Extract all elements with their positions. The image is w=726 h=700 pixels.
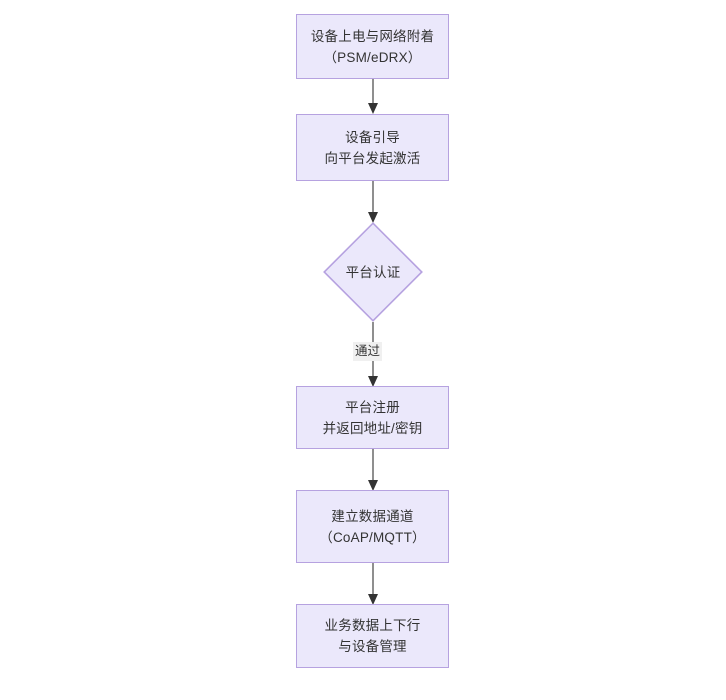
edge-power-on-to-bootstrap (368, 79, 378, 114)
node-platform-register-line2: 并返回地址/密钥 (322, 420, 423, 436)
node-data-channel[interactable]: 建立数据通道 （CoAP/MQTT） (296, 490, 449, 563)
node-platform-auth[interactable]: 平台认证 (323, 222, 423, 322)
node-platform-register-line1: 平台注册 (345, 399, 400, 415)
node-data-channel-line2: （CoAP/MQTT） (319, 529, 426, 545)
node-bootstrap[interactable]: 设备引导 向平台发起激活 (296, 114, 449, 181)
node-power-on-line2: （PSM/eDRX） (323, 49, 422, 65)
node-platform-register[interactable]: 平台注册 并返回地址/密钥 (296, 386, 449, 449)
node-power-on-line1: 设备上电与网络附着 (310, 28, 435, 44)
node-business-data-line2: 与设备管理 (338, 639, 407, 654)
node-business-data[interactable]: 业务数据上下行 与设备管理 (296, 604, 449, 668)
node-power-on[interactable]: 设备上电与网络附着 （PSM/eDRX） (296, 14, 449, 79)
node-bootstrap-line2: 向平台发起激活 (324, 150, 421, 166)
edge-data-channel-to-business-data (368, 563, 378, 605)
node-business-data-line1: 业务数据上下行 (324, 618, 421, 633)
edge-bootstrap-to-platform-auth (368, 181, 378, 223)
node-bootstrap-line1: 设备引导 (345, 129, 400, 145)
diamond-shape-icon (323, 222, 423, 322)
edge-platform-register-to-data-channel (368, 449, 378, 491)
edge-label-pass: 通过 (353, 342, 383, 361)
node-platform-auth-label: 平台认证 (345, 264, 401, 280)
node-data-channel-line1: 建立数据通道 (331, 508, 414, 524)
